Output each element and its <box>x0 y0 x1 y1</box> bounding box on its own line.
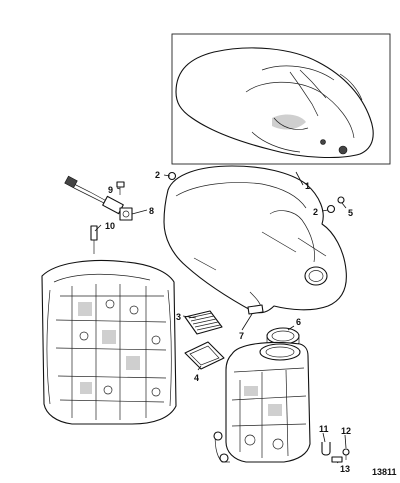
clamp-12 <box>342 448 350 456</box>
gasket <box>184 341 225 370</box>
callout-4: 4 <box>194 373 199 383</box>
flywheel-cover <box>163 165 347 314</box>
leader-lines <box>94 171 347 464</box>
callout-5: 5 <box>348 208 353 218</box>
callout-8: 8 <box>149 206 154 216</box>
callout-12: 12 <box>341 426 351 436</box>
bolt-9 <box>116 181 125 188</box>
callout-7: 7 <box>239 331 244 341</box>
detail-frame <box>171 33 391 165</box>
callout-11: 11 <box>319 424 329 434</box>
callout-13: 13 <box>340 464 350 474</box>
clamp-7 <box>247 304 264 315</box>
callout-labels: 1 2 2 3 4 5 6 7 8 9 10 11 12 13 13811 <box>105 170 397 477</box>
filter-and-gasket <box>184 310 225 370</box>
clip-and-fasteners <box>321 442 350 463</box>
clip-11 <box>321 442 331 456</box>
callout-2-left: 2 <box>155 170 160 180</box>
screw-13 <box>331 456 343 463</box>
callout-1: 1 <box>305 181 310 191</box>
harness-assembly <box>64 175 133 254</box>
figure-number: 13811 <box>372 467 397 477</box>
cover-underside-detail <box>171 33 391 165</box>
callout-6: 6 <box>296 317 301 327</box>
callout-10: 10 <box>105 221 115 231</box>
callout-3: 3 <box>176 312 181 322</box>
callout-2-right: 2 <box>313 207 318 217</box>
powerhead-block <box>41 260 177 425</box>
intake-silencer <box>213 341 311 463</box>
nut-right <box>337 196 345 204</box>
bolt-10 <box>90 225 98 241</box>
grommet-right <box>326 204 336 214</box>
callout-9: 9 <box>108 185 113 195</box>
